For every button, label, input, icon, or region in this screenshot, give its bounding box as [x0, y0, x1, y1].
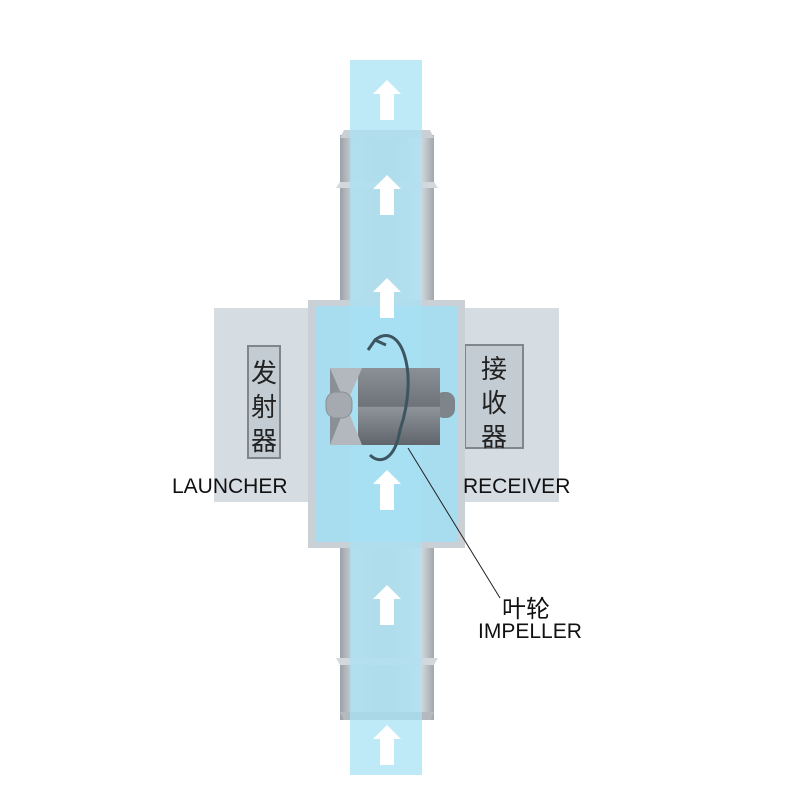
launcher-cn-label: 发 射 器 — [249, 357, 279, 459]
receiver-char-1: 接 — [480, 355, 507, 385]
receiver-char-2: 收 — [480, 389, 507, 419]
launcher-char-1: 发 — [250, 359, 277, 389]
flow-arrow-icon — [373, 175, 401, 215]
impeller-cn-label: 叶轮 — [502, 595, 550, 623]
impeller — [325, 368, 455, 445]
receiver-cn-label: 接 收 器 — [479, 353, 509, 455]
flow-arrow-icon — [373, 278, 401, 318]
launcher-char-2: 射 — [250, 393, 277, 423]
launcher-box — [247, 345, 281, 459]
launcher-char-3: 器 — [250, 427, 277, 457]
receiver-en-label: RECEIVER — [463, 475, 571, 498]
rotation-arrow — [368, 334, 410, 462]
flow-arrow-icon — [373, 585, 401, 625]
launcher-en-label: LAUNCHER — [172, 475, 288, 498]
impeller-leader-line — [407, 447, 501, 599]
flow-arrows — [373, 80, 401, 765]
flow-arrow-icon — [373, 470, 401, 510]
impeller-en-label: IMPELLER — [478, 620, 582, 643]
flow-arrow-icon — [373, 80, 401, 120]
receiver-char-3: 器 — [480, 423, 507, 453]
flow-arrow-icon — [373, 725, 401, 765]
